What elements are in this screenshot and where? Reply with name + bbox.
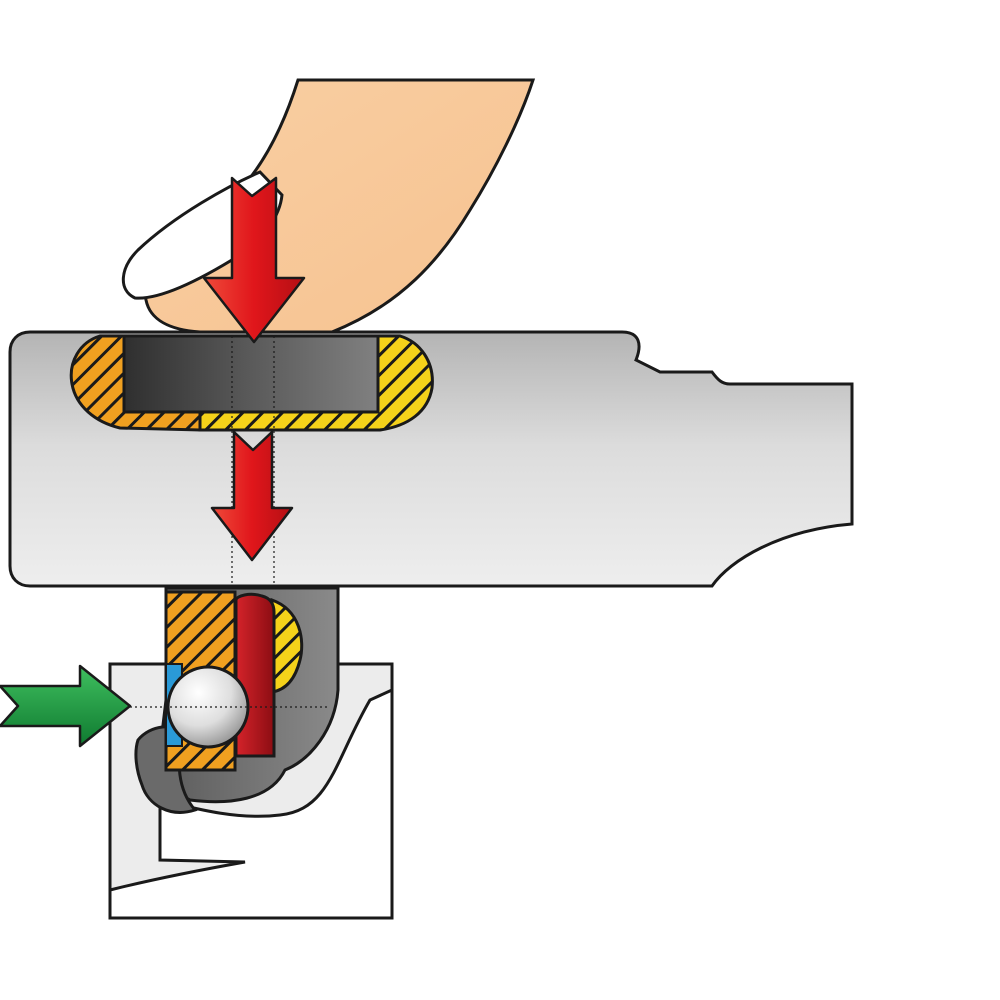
locking-sleeve [234, 592, 276, 758]
magnet-seat-hatch [69, 334, 434, 432]
center-guide-lines [130, 336, 330, 708]
press-arrow-icon [202, 176, 306, 344]
lateral-arrow-icon [0, 664, 132, 748]
pressing-finger [121, 78, 536, 334]
magnet-block [122, 334, 380, 414]
locking-ball [166, 665, 250, 749]
force-arrow-icon [210, 430, 294, 562]
